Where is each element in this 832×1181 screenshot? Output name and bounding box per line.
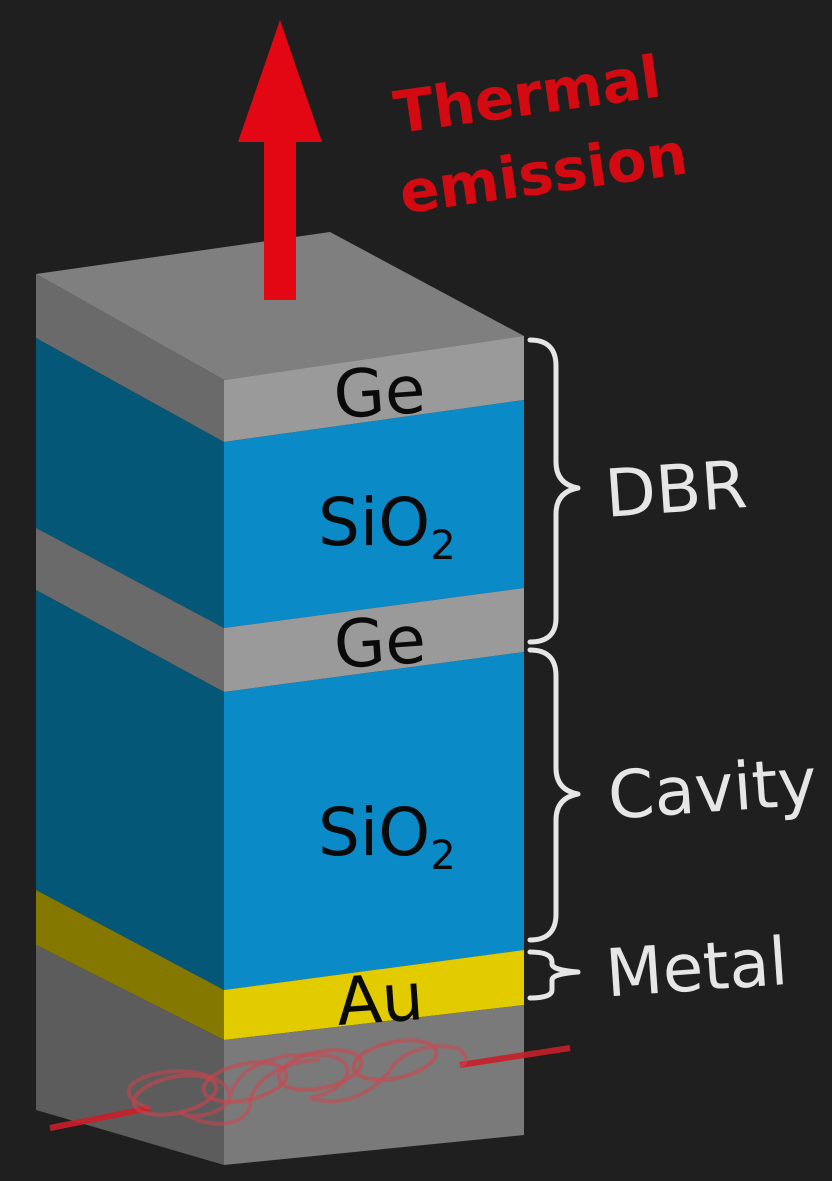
layer-label-ge-2: Ge <box>331 601 428 684</box>
stack-top-face <box>36 232 524 380</box>
layer-label-ge-1: Ge <box>331 351 428 434</box>
group-label-cavity: Cavity <box>606 743 820 834</box>
heater-serpentine <box>126 1044 468 1126</box>
front-ge-2 <box>224 588 524 692</box>
svg-text:Au: Au <box>334 958 426 1041</box>
svg-text:SiO2: SiO2 <box>318 794 456 879</box>
side-substrate <box>36 945 224 1165</box>
group-label-metal: Metal <box>603 923 790 1013</box>
side-sio2-1 <box>36 338 224 628</box>
svg-text:DBR: DBR <box>602 446 749 533</box>
svg-text:Cavity: Cavity <box>606 743 820 834</box>
brace-dbr <box>527 337 581 645</box>
front-au <box>224 950 524 1040</box>
side-ge-2 <box>36 528 224 692</box>
front-substrate <box>224 1005 524 1165</box>
svg-text:Ge: Ge <box>331 351 428 434</box>
stack-front-face <box>224 336 524 1165</box>
svg-text:SiO2: SiO2 <box>318 484 456 569</box>
brace-metal <box>527 949 581 1001</box>
front-sio2-1 <box>224 400 524 628</box>
brace-cavity <box>527 647 581 943</box>
side-au <box>36 890 224 1040</box>
emission-arrow <box>238 20 322 300</box>
layer-label-sio2-1: SiO2 <box>318 484 456 569</box>
svg-text:Ge: Ge <box>331 601 428 684</box>
layer-label-sio2-2: SiO2 <box>318 794 456 879</box>
title-group: Thermal emission <box>390 43 692 228</box>
heater-loop <box>276 1048 364 1092</box>
heater-element <box>49 1038 571 1131</box>
layer-label-au: Au <box>334 958 426 1041</box>
heater-lead-left <box>49 1105 151 1131</box>
heater-loop <box>201 1060 289 1104</box>
front-sio2-2 <box>224 652 524 990</box>
heater-loop <box>351 1038 439 1082</box>
side-sio2-2 <box>36 590 224 990</box>
stack-left-face <box>36 274 224 1165</box>
side-top-ge <box>36 274 224 442</box>
svg-text:Metal: Metal <box>603 923 790 1013</box>
front-ge-1 <box>224 336 524 442</box>
heater-lead-right <box>459 1045 571 1068</box>
heater-loop <box>131 1073 219 1117</box>
group-label-dbr: DBR <box>602 446 749 533</box>
